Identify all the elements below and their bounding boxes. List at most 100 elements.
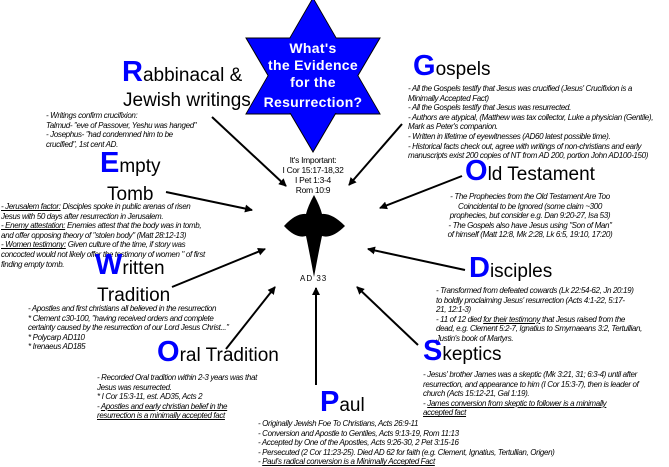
note-emphasis: for their testimony bbox=[483, 314, 541, 324]
note-line: Jesus was resurrected. bbox=[97, 382, 172, 392]
note-line: Justin's book of Martyrs. bbox=[436, 333, 514, 343]
title-initial: G bbox=[413, 50, 436, 82]
note-line: - Authors are atypical, (Matthew was tax… bbox=[408, 112, 654, 122]
note-emphasis: resurrection is a minimally accepted fac… bbox=[97, 411, 225, 421]
note-line: - All the Gospels testify that Jesus was… bbox=[408, 103, 572, 113]
section-title-written-tradition-line2: Tradition bbox=[97, 285, 171, 306]
note-text: - bbox=[258, 457, 263, 467]
important-heading: It's Important: bbox=[289, 155, 337, 165]
star-title-line-2: the Evidence bbox=[268, 57, 358, 73]
note-text: that Jesus raised from the bbox=[540, 314, 625, 324]
important-refs: It's Important: I Cor 15:17-18,32 I Pet … bbox=[263, 155, 363, 195]
important-ref: Rom 10:9 bbox=[295, 185, 331, 195]
note-line: Coincidental to be Ignored (some claim ~… bbox=[458, 201, 602, 211]
note-line: * Polycarp AD110 bbox=[28, 332, 85, 342]
note-line: * Clement c30-100, "having received orde… bbox=[28, 313, 214, 323]
note-line: resurrection, and appearance to him (I C… bbox=[423, 379, 639, 389]
note-emphasis: James conversion from skeptic to followe… bbox=[427, 398, 607, 408]
skeptics-notes: - Jesus' brother James was a skeptic (Mk… bbox=[423, 370, 639, 418]
note-label: - Jerusalem factor: bbox=[1, 202, 61, 211]
empty-tomb-notes: - Jerusalem factor: Disciples spoke in p… bbox=[1, 202, 205, 269]
star-of-david-icon bbox=[245, 0, 381, 153]
note-line: - Jesus' brother James was a skeptic (Mk… bbox=[423, 370, 637, 379]
star-title-line-3: for the bbox=[290, 74, 336, 90]
note-line: - All the Gospels testify that Jesus was… bbox=[408, 84, 632, 93]
note-line: crucified", 1st cent AD. bbox=[46, 139, 118, 149]
note-text: - bbox=[423, 398, 428, 408]
note-line: certainty caused by the resurrection of … bbox=[28, 323, 229, 333]
note-line: 21, 12:1-3) bbox=[436, 305, 471, 315]
star-title-line-1: What's bbox=[289, 40, 337, 56]
section-title-old-testament: Old Testament bbox=[465, 157, 595, 186]
title-initial: W bbox=[95, 249, 123, 281]
note-line: church (Acts 15:12-21, Gal 1:19). bbox=[423, 389, 530, 399]
old-testament-notes: - The Prophecies from the Old Testament … bbox=[440, 192, 620, 240]
title-rest: ral Tradition bbox=[179, 345, 279, 366]
title-initial: D bbox=[469, 252, 490, 284]
section-title-oral-tradition: Oral Tradition bbox=[157, 338, 279, 367]
title-initial: O bbox=[157, 336, 180, 368]
note-line: - Writings confirm crucifixion: bbox=[46, 111, 138, 120]
note-line: - Apostles and first christians all beli… bbox=[28, 304, 217, 313]
arrow-empty-tomb bbox=[165, 191, 253, 213]
oral-tradition-notes: - Recorded Oral tradition within 2-3 yea… bbox=[97, 373, 257, 421]
note-line: - Persecuted (2 Cor 11:23-25). Died AD 6… bbox=[258, 447, 555, 457]
arrow-written-tradition bbox=[171, 247, 266, 288]
note-line: - The Gospels also have Jesus using "Son… bbox=[448, 220, 612, 230]
note-line: - Recorded Oral tradition within 2-3 yea… bbox=[97, 373, 258, 382]
note-line: - Originally Jewish Foe To Christians, A… bbox=[258, 419, 419, 428]
arrow-rabbinical bbox=[211, 116, 287, 187]
section-title-gospels: Gospels bbox=[413, 52, 491, 81]
title-initial: S bbox=[423, 335, 443, 367]
arrow-skeptics bbox=[356, 286, 419, 346]
note-line: manuscripts exist 200 copies of NT from … bbox=[408, 151, 649, 161]
note-line: Mark as Peter's companion. bbox=[408, 122, 498, 132]
title-rest: ospels bbox=[435, 59, 491, 80]
title-initial: E bbox=[100, 147, 120, 179]
section-title-written-tradition: Written bbox=[95, 251, 165, 280]
title-rest: aul bbox=[339, 395, 365, 416]
title-rest: abbinacal & bbox=[142, 65, 243, 86]
section-title-rabbinical-line2: Jewish writings bbox=[123, 90, 251, 111]
note-text: Disciples spoke in public arenas of rise… bbox=[60, 202, 191, 211]
note-emphasis: Apostles and early christian belief in t… bbox=[100, 401, 228, 411]
note-line: to boldly proclaiming Jesus' resurrectio… bbox=[436, 295, 625, 305]
note-line: of himself (Matt 12:8, Mk 2:28, Lk 6:5, … bbox=[447, 230, 613, 240]
section-title-paul: Paul bbox=[320, 388, 365, 417]
section-title-skeptics: Skeptics bbox=[423, 337, 502, 366]
section-title-rabbinical: Rabbinacal & bbox=[122, 58, 243, 87]
disciples-notes: - Transformed from defeated cowards (Lk … bbox=[436, 286, 642, 344]
title-rest: mpty bbox=[119, 156, 161, 177]
important-ref: I Pet 1:3-4 bbox=[295, 175, 331, 185]
title-rest: keptics bbox=[442, 344, 502, 365]
gospels-notes: - All the Gospels testify that Jesus was… bbox=[408, 84, 653, 161]
arrow-old-testament bbox=[379, 175, 463, 210]
note-line: - Conversion and Apostle to Gentiles, Ac… bbox=[258, 428, 459, 438]
note-line: * I Cor 15:3-11, est. AD35, Acts 2 bbox=[97, 392, 203, 402]
note-line: - The Prophecies from the Old Testament … bbox=[450, 192, 610, 201]
note-text: - 11 of 12 died bbox=[436, 314, 484, 324]
note-line: concocted would not likely offer the tes… bbox=[1, 249, 205, 259]
note-line: - Written in lifetime of eyewitnesses (A… bbox=[408, 131, 611, 141]
note-line: Talmud- "eve of Passover, Yeshu was hang… bbox=[46, 120, 197, 130]
title-initial: R bbox=[122, 56, 143, 88]
note-line: and offer opposing theory of "stolen bod… bbox=[1, 230, 187, 240]
title-rest: isciples bbox=[489, 261, 553, 282]
note-line: - Historical facts check out, agree with… bbox=[408, 141, 642, 151]
arrow-gospels bbox=[348, 123, 403, 186]
note-line: - Accepted by One of the Apostles, Acts … bbox=[258, 438, 459, 448]
note-line: finding empty tomb. bbox=[1, 259, 65, 269]
rabbinical-notes: - Writings confirm crucifixion: Talmud- … bbox=[46, 111, 197, 149]
section-title-empty-tomb: Empty bbox=[100, 149, 161, 178]
note-label: - Enemy attestation: bbox=[1, 221, 66, 231]
section-title-disciples: Disciples bbox=[469, 254, 553, 283]
note-line: dead, e.g. Clement 5:2-7, Ignatius to Sm… bbox=[436, 324, 642, 334]
title-initial: O bbox=[465, 155, 488, 187]
note-text: Given culture of the time, if story was bbox=[65, 240, 186, 250]
title-initial: P bbox=[320, 386, 340, 418]
title-rest: ritten bbox=[122, 258, 165, 279]
note-text: - bbox=[97, 401, 101, 411]
note-line: - Transformed from defeated cowards (Lk … bbox=[436, 286, 634, 295]
note-line: Minimally Accepted Fact) bbox=[408, 93, 489, 103]
